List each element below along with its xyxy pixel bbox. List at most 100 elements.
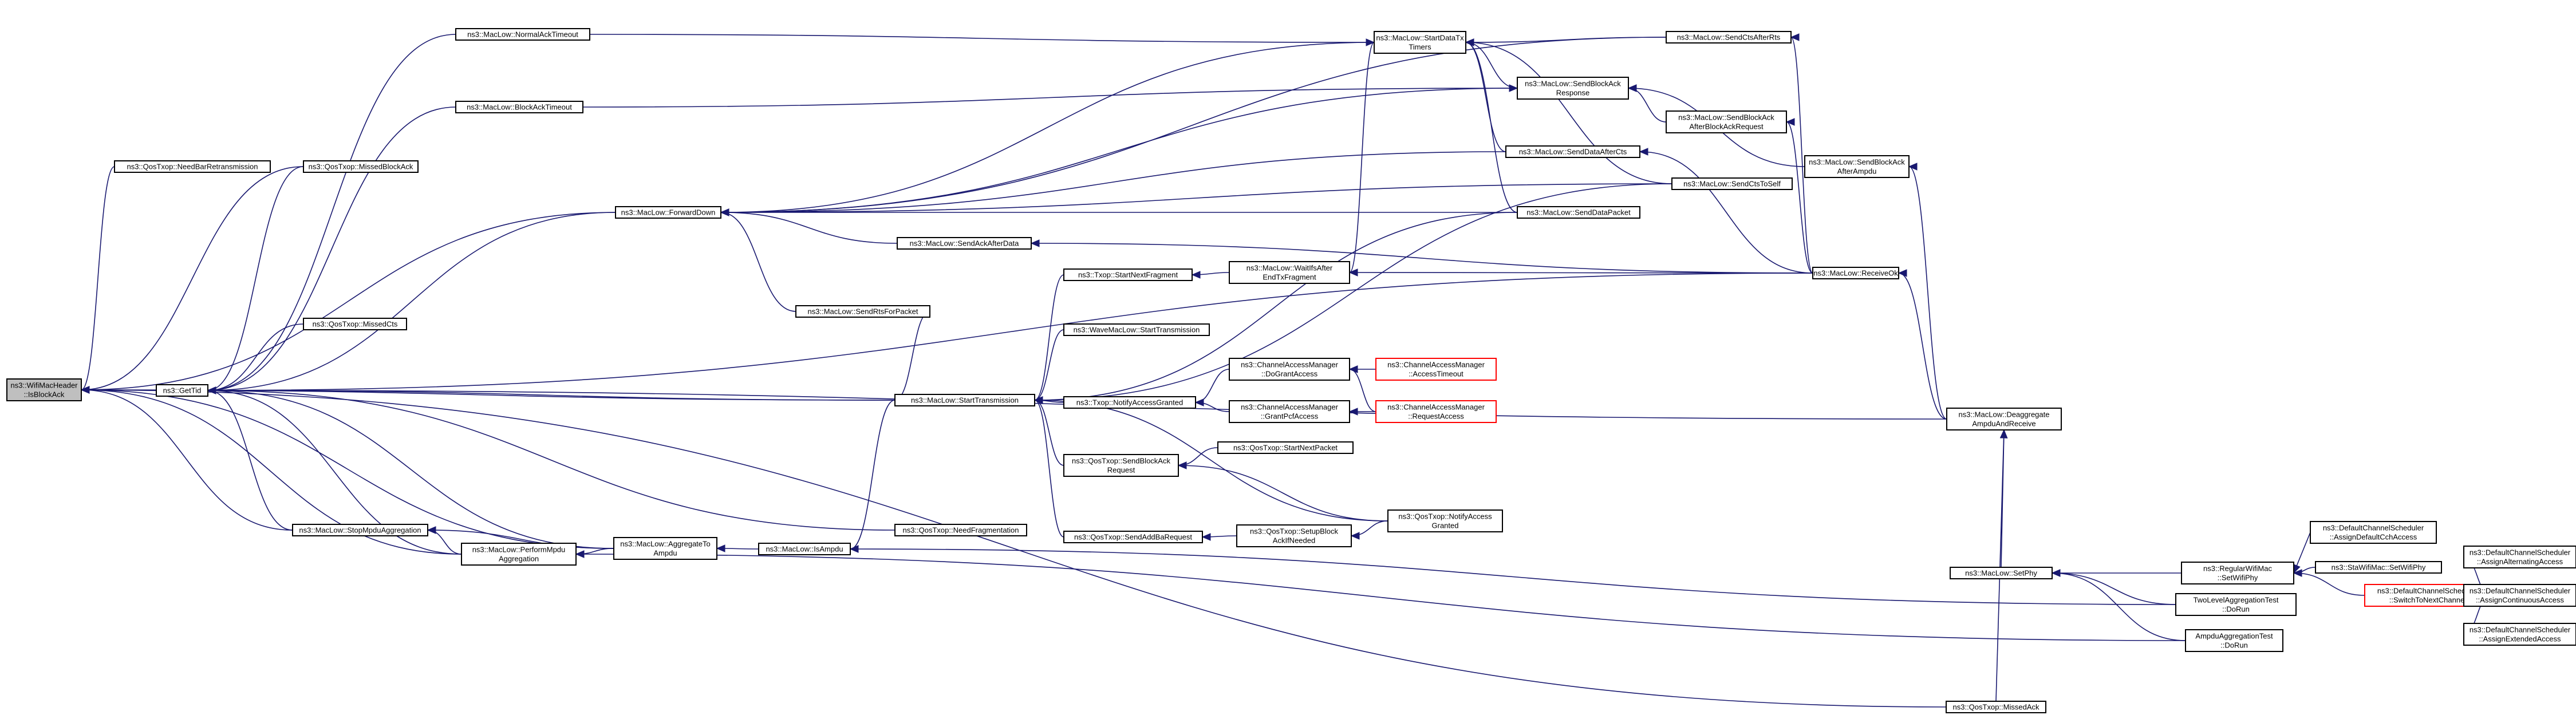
- node-label: Granted: [1432, 522, 1459, 530]
- node-label: ::DoRun: [2220, 641, 2248, 650]
- node-box: [1950, 567, 2053, 579]
- node-label: ns3::MacLow::SendCtsAfterRts: [1677, 33, 1781, 42]
- node-blockacktimeout[interactable]: ns3::MacLow::BlockAckTimeout: [455, 101, 583, 113]
- node-label: ns3::QosTxop::SendBlockAck: [1072, 457, 1170, 465]
- node-regularsetwifiphy[interactable]: ns3::RegularWifiMac::SetWifiPhy: [2181, 562, 2294, 584]
- node-label: Request: [1107, 466, 1135, 475]
- node-sendctstoself[interactable]: ns3::MacLow::SendCtsToSelf: [1671, 177, 1793, 190]
- node-label: ns3::QosTxop::SendAddBaRequest: [1074, 533, 1192, 542]
- node-cam-accesstimeout[interactable]: ns3::ChannelAccessManager::AccessTimeout: [1375, 358, 1497, 381]
- node-cam-grantpcf[interactable]: ns3::ChannelAccessManager::GrantPcfAcces…: [1229, 400, 1350, 423]
- node-label: TwoLevelAggregationTest: [2194, 596, 2279, 605]
- node-stopmpdu[interactable]: ns3::MacLow::StopMpduAggregation: [292, 524, 428, 536]
- edge-starttransmission-to-sendrtsforpacket: [894, 307, 931, 401]
- node-sendrtsforpacket[interactable]: ns3::MacLow::SendRtsForPacket: [795, 305, 930, 318]
- node-gettid[interactable]: ns3::GetTid: [156, 384, 208, 397]
- edge-ampduaggtest-to-performmpdu: [575, 550, 2186, 641]
- node-label: ::SwitchToNextChannel: [2389, 596, 2467, 605]
- node-label: Timers: [1409, 43, 1431, 52]
- node-label: ns3::DefaultChannelScheduler: [2470, 548, 2571, 557]
- node-box: [1517, 206, 1640, 219]
- node-ampduaggtest[interactable]: AmpduAggregationTest::DoRun: [2185, 629, 2283, 652]
- node-stasetwifiphy[interactable]: ns3::StaWifiMac::SetWifiPhy: [2315, 561, 2442, 574]
- node-label: ns3::DefaultChannelScheduler: [2323, 524, 2424, 532]
- node-missedcts[interactable]: ns3::QosTxop::MissedCts: [303, 318, 407, 330]
- node-label: Aggregation: [499, 555, 539, 563]
- node-sendctsafterrts[interactable]: ns3::MacLow::SendCtsAfterRts: [1666, 31, 1792, 44]
- node-sendbaafterbar[interactable]: ns3::MacLow::SendBlockAckAfterBlockAckRe…: [1666, 110, 1787, 133]
- node-box: [1229, 261, 1350, 284]
- node-label: ns3::MacLow::WaitIfsAfter: [1246, 264, 1333, 272]
- edge-line: [1031, 243, 1813, 274]
- node-sendaddbareq[interactable]: ns3::QosTxop::SendAddBaRequest: [1063, 531, 1203, 543]
- node-qos-missedack[interactable]: ns3::QosTxop::MissedAck: [1946, 701, 2046, 713]
- edge-setupblockack-to-sendaddbareq: [1201, 533, 1237, 541]
- edge-arrowhead: [1201, 533, 1211, 541]
- edge-line: [589, 34, 1375, 43]
- node-senddatapacket[interactable]: ns3::MacLow::SendDataPacket: [1517, 206, 1640, 219]
- edge-line: [207, 390, 614, 549]
- node-dcs-assignextended[interactable]: ns3::DefaultChannelScheduler::AssignExte…: [2463, 623, 2576, 646]
- node-label: ns3::QosTxop::NeedFragmentation: [902, 526, 1019, 535]
- edge-ampduaggtest-to-setphy: [2051, 569, 2186, 641]
- edge-qos-missedack-to-root: [80, 386, 1947, 708]
- edge-arrowhead: [1627, 84, 1637, 92]
- node-label: ::AssignAlternatingAccess: [2477, 558, 2563, 566]
- node-needfrag[interactable]: ns3::QosTxop::NeedFragmentation: [894, 524, 1027, 536]
- node-label: AmpduAggregationTest: [2195, 632, 2273, 641]
- node-needbar[interactable]: ns3::QosTxop::NeedBarRetransmission: [114, 160, 271, 173]
- node-missedba[interactable]: ns3::QosTxop::MissedBlockAck: [303, 160, 419, 173]
- node-startnextfragment[interactable]: ns3::Txop::StartNextFragment: [1063, 268, 1193, 281]
- node-label: ns3::MacLow::StartDataTx: [1376, 34, 1464, 42]
- edge-line: [81, 166, 304, 390]
- node-starttransmission[interactable]: ns3::MacLow::StartTransmission: [894, 394, 1035, 406]
- node-cam-requestaccess[interactable]: ns3::ChannelAccessManager::RequestAccess: [1375, 400, 1497, 423]
- edge-receiveok-to-waitifsafter: [1348, 268, 1813, 276]
- node-box: [1387, 509, 1503, 532]
- node-isampdu[interactable]: ns3::MacLow::IsAmpdu: [758, 543, 851, 555]
- edge-arrowhead: [720, 208, 729, 216]
- node-startnextpacket[interactable]: ns3::QosTxop::StartNextPacket: [1217, 441, 1354, 454]
- node-box: [1946, 408, 2062, 430]
- node-box: [1505, 145, 1640, 158]
- node-twoleveltest[interactable]: TwoLevelAggregationTest::DoRun: [2175, 593, 2297, 616]
- edge-arrowhead: [575, 550, 585, 558]
- node-receiveok[interactable]: ns3::MacLow::ReceiveOk: [1812, 267, 1899, 279]
- node-qos-notifyaccessgranted[interactable]: ns3::QosTxop::NotifyAccessGranted: [1387, 509, 1503, 532]
- node-sendackafterdata[interactable]: ns3::MacLow::SendAckAfterData: [897, 237, 1032, 250]
- edge-startdatatxtimers-to-forwarddown: [720, 42, 1375, 216]
- node-normalacktimeout[interactable]: ns3::MacLow::NormalAckTimeout: [455, 28, 590, 41]
- node-senddataafterctsnode[interactable]: ns3::MacLow::SendDataAfterCts: [1505, 145, 1640, 158]
- node-cam-dogrant[interactable]: ns3::ChannelAccessManager::DoGrantAccess: [1229, 358, 1350, 381]
- node-label: ns3::DefaultChannelScheduler: [2470, 626, 2571, 634]
- node-notifyaccessgranted[interactable]: ns3::Txop::NotifyAccessGranted: [1063, 396, 1196, 409]
- node-dcs-assignalternating[interactable]: ns3::DefaultChannelScheduler::AssignAlte…: [2463, 546, 2576, 568]
- node-dcs-assigncontinuous[interactable]: ns3::DefaultChannelScheduler::AssignCont…: [2463, 584, 2576, 607]
- node-setphy[interactable]: ns3::MacLow::SetPhy: [1950, 567, 2053, 579]
- node-root[interactable]: ns3::WifiMacHeader::IsBlockAck: [6, 378, 82, 401]
- edge-layer: [80, 33, 2492, 708]
- node-label: ns3::QosTxop::MissedAck: [1953, 703, 2040, 712]
- node-label: ::AssignDefaultCchAccess: [2330, 533, 2417, 542]
- node-forwarddown[interactable]: ns3::MacLow::ForwardDown: [615, 206, 721, 219]
- node-label: AfterAmpdu: [1837, 167, 1877, 176]
- node-box: [1375, 358, 1497, 381]
- edge-line: [1995, 429, 2005, 702]
- edge-arrowhead: [2293, 569, 2302, 577]
- node-wavestarttx[interactable]: ns3::WaveMacLow::StartTransmission: [1063, 323, 1210, 336]
- edge-line: [1034, 183, 1672, 401]
- edge-cam-grantpcf-to-notifyaccessgranted: [1194, 398, 1230, 412]
- node-dcs-assigndefault[interactable]: ns3::DefaultChannelScheduler::AssignDefa…: [2310, 521, 2437, 544]
- edge-line: [1349, 272, 1813, 274]
- node-label: ns3::MacLow::SendBlockAck: [1809, 158, 1905, 167]
- edge-sendrtsforpacket-to-forwarddown: [720, 208, 796, 312]
